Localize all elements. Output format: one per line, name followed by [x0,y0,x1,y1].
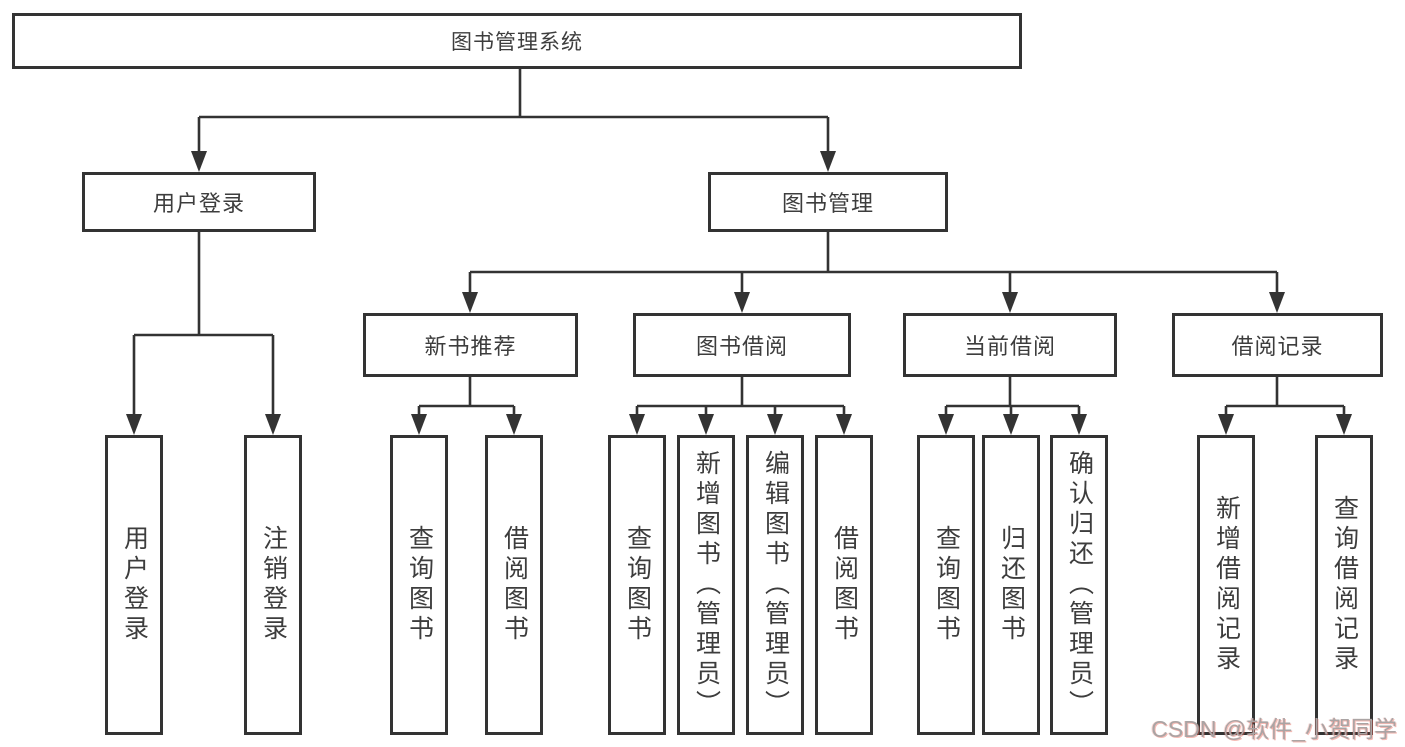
node-label: 确认归还（管理员） [1065,450,1094,720]
node-label: 查询图书 [932,525,961,645]
node-label: 借阅图书 [500,525,529,645]
node-leaf-query-books: 查询图书 [390,435,448,735]
node-label: 查询图书 [405,525,434,645]
node-label: 查询图书 [623,525,652,645]
node-leaf-add-books-admin: 新增图书（管理员） [677,435,735,735]
node-label: 图书管理系统 [451,31,583,54]
node-label: 归还图书 [997,525,1026,645]
node-current-borrowing: 当前借阅 [903,313,1117,377]
node-leaf-return-books: 归还图书 [982,435,1040,735]
node-label: 查询借阅记录 [1330,495,1359,675]
node-label: 新增图书（管理员） [692,450,721,720]
node-leaf-query-borrow-record: 查询借阅记录 [1315,435,1373,735]
node-library-management-system: 图书管理系统 [12,13,1022,69]
node-label: 编辑图书（管理员） [761,450,790,720]
node-label: 借阅记录 [1231,334,1324,359]
node-user-login: 用户登录 [82,172,316,232]
node-new-book-recommendation: 新书推荐 [363,313,578,377]
node-label: 用户登录 [120,525,149,645]
tree-branch-lines [132,69,1346,415]
node-leaf-borrow-books: 借阅图书 [815,435,873,735]
node-leaf-edit-books-admin: 编辑图书（管理员） [746,435,804,735]
node-leaf-borrow-books: 借阅图书 [485,435,543,735]
node-book-management: 图书管理 [708,172,948,232]
node-leaf-logout: 注销登录 [244,435,302,735]
node-label: 新增借阅记录 [1212,495,1241,675]
node-label: 图书管理 [781,191,874,216]
node-label: 借阅图书 [830,525,859,645]
node-label: 当前借阅 [963,334,1056,359]
node-leaf-confirm-return-admin: 确认归还（管理员） [1050,435,1108,735]
node-borrowing-records: 借阅记录 [1172,313,1383,377]
node-leaf-user-login: 用户登录 [105,435,163,735]
node-label: 用户登录 [152,191,245,216]
node-label: 新书推荐 [424,334,517,359]
csdn-watermark: CSDN @软件_小贺同学 [1151,716,1397,742]
arrowheads [126,151,1352,435]
node-leaf-query-books: 查询图书 [917,435,975,735]
node-leaf-query-books: 查询图书 [608,435,666,735]
node-leaf-add-borrow-record: 新增借阅记录 [1197,435,1255,735]
node-label: 图书借阅 [695,334,788,359]
node-book-borrowing: 图书借阅 [633,313,851,377]
node-label: 注销登录 [259,525,288,645]
